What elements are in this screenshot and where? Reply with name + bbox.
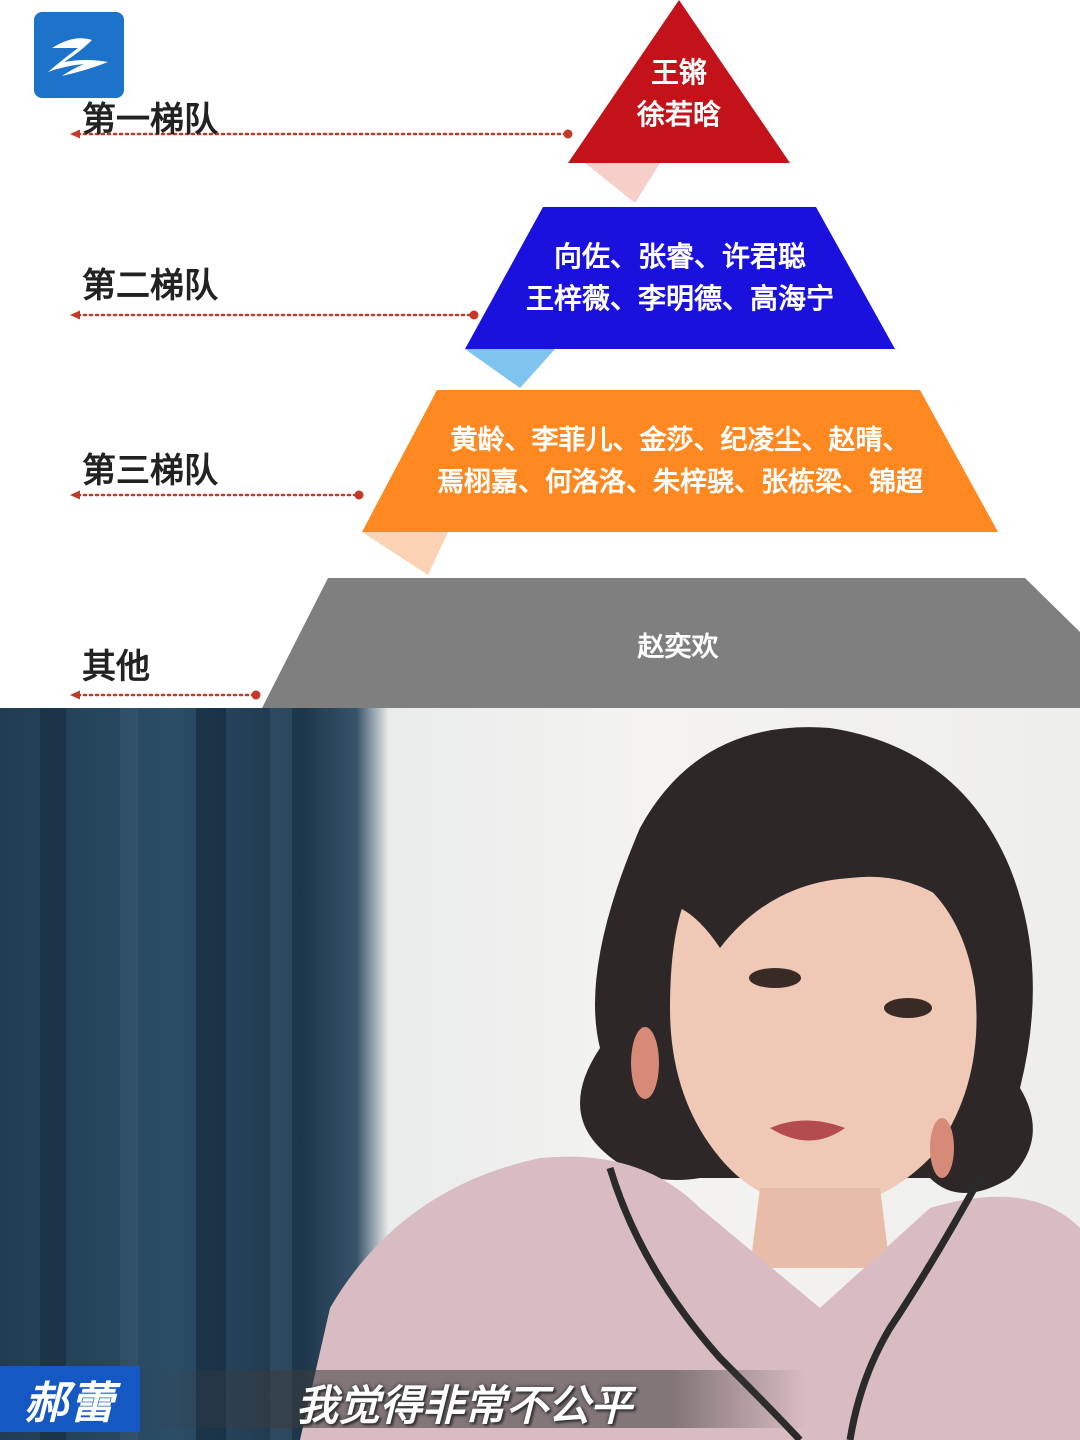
tier-3-connector [70, 490, 364, 500]
tier-1-shadow [585, 163, 660, 203]
tier-3-names: 黄龄、李菲儿、金莎、纪凌尘、赵晴、 焉栩嘉、何洛洛、朱梓骁、张栋梁、锦超 [380, 420, 980, 504]
tier-4-connector [70, 690, 261, 700]
tier-4-trapezoid [262, 578, 1080, 708]
speaker-figure [40, 708, 1080, 1440]
speaker-name-box: 郝蕾 [0, 1366, 140, 1432]
tier-1-name-line: 徐若晗 [636, 98, 721, 131]
lower-third-caption: 郝蕾 [0, 1366, 1080, 1432]
subtitle-backdrop [146, 1370, 806, 1428]
tier-pyramid-diagram [70, 0, 1080, 708]
tier-2-connector [70, 310, 479, 320]
tier-3-label: 第三梯队 [82, 451, 218, 491]
video-still [0, 708, 1080, 1440]
tier-2-name-line: 向佐、张睿、许君聪 [553, 240, 806, 273]
zhejiang-tv-logo [34, 12, 124, 98]
tier-1-label: 第一梯队 [82, 100, 218, 140]
tier-3-trapezoid [362, 390, 998, 532]
tier-1-names: 王锵 徐若晗 [579, 52, 779, 136]
tier-4-label: 其他 [82, 647, 150, 687]
logo-background [34, 12, 124, 98]
tier-3-shadow [362, 532, 448, 575]
tier-3-name-line: 焉栩嘉、何洛洛、朱梓骁、张栋梁、锦超 [437, 467, 923, 498]
tier-2-label: 第二梯队 [82, 266, 218, 306]
tier-2-trapezoid [465, 207, 895, 349]
speaker-name: 郝蕾 [24, 1378, 116, 1429]
tier-2-name-line: 王梓薇、李明德、高海宁 [525, 282, 834, 315]
logo-mark [48, 38, 108, 76]
tier-1-name-line: 王锵 [650, 56, 707, 89]
tier-4-name-line: 赵奕欢 [637, 632, 719, 663]
tier-2-shadow [465, 349, 555, 388]
tier-3-name-line: 黄龄、李菲儿、金莎、纪凌尘、赵晴、 [450, 425, 910, 456]
tier-2-names: 向佐、张睿、许君聪 王梓薇、李明德、高海宁 [480, 236, 880, 320]
tier-1-triangle [568, 0, 790, 163]
subtitle-text: 我觉得非常不公平 [296, 1381, 633, 1430]
tier-1-connector [70, 129, 573, 139]
tier-4-names: 赵奕欢 [578, 627, 778, 669]
